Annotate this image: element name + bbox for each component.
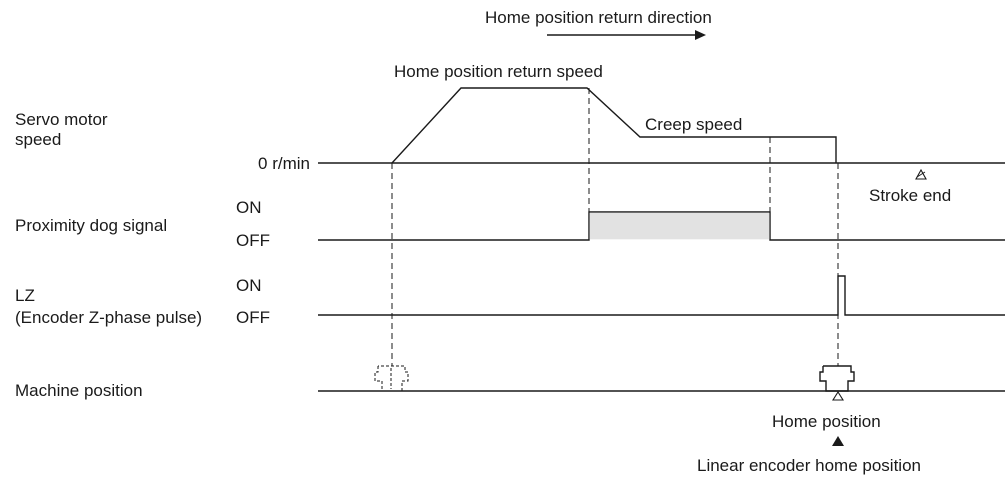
lz-on-label: ON xyxy=(236,276,262,295)
lz-label-line1: LZ xyxy=(15,286,35,305)
stroke-end-label: Stroke end xyxy=(869,186,951,205)
home-position-marker xyxy=(819,365,855,392)
start-position-marker xyxy=(374,365,409,392)
proximity-dog-label: Proximity dog signal xyxy=(15,216,167,235)
linear-encoder-home-label: Linear encoder home position xyxy=(697,456,921,475)
zero-speed-label: 0 r/min xyxy=(258,154,310,173)
return-speed-label: Home position return speed xyxy=(394,62,603,81)
proximity-dog-on-area xyxy=(589,212,770,240)
speed-profile-line xyxy=(391,87,837,164)
direction-arrow xyxy=(547,30,706,40)
lz-label-line2: (Encoder Z-phase pulse) xyxy=(15,308,202,327)
proximity-dog-line xyxy=(318,211,1005,241)
servo-speed-label-line1: Servo motor xyxy=(15,110,108,129)
lz-off-label: OFF xyxy=(236,308,270,327)
machine-position-label: Machine position xyxy=(15,381,143,400)
home-position-label: Home position xyxy=(772,412,881,431)
linear-encoder-home-marker xyxy=(832,436,844,446)
creep-speed-label: Creep speed xyxy=(645,115,742,134)
servo-speed-label-line2: speed xyxy=(15,130,61,149)
lz-pulse-line xyxy=(318,275,1005,316)
direction-label: Home position return direction xyxy=(485,8,712,27)
home-position-triangle xyxy=(832,390,844,401)
proximity-on-label: ON xyxy=(236,198,262,217)
proximity-off-label: OFF xyxy=(236,231,270,250)
